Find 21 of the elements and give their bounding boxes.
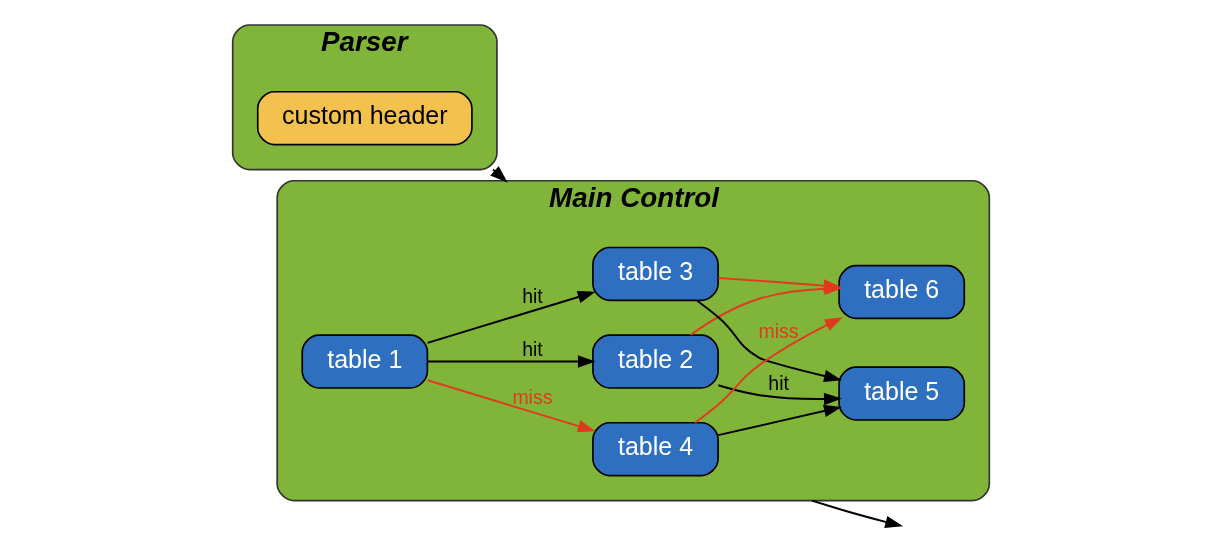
arrow: [716, 404, 842, 437]
node-box: table 3: [591, 246, 719, 302]
arrow: [810, 499, 903, 528]
edge-label: miss: [511, 385, 552, 408]
node-box: custom header: [256, 90, 473, 146]
node-box: table 1: [300, 334, 428, 389]
node-box: table 5: [837, 366, 965, 421]
arrow: [426, 290, 596, 344]
arrow: [693, 317, 843, 424]
edge-label: hit: [767, 371, 789, 394]
node-box: table 6: [837, 264, 965, 320]
arrow: [716, 277, 841, 292]
node-box: table 4: [591, 421, 719, 477]
arrow: [426, 379, 596, 433]
edge-label: hit: [521, 338, 543, 361]
node-box: table 2: [591, 334, 719, 389]
arrow: [426, 355, 596, 368]
edge-label: hit: [521, 285, 543, 308]
arrow: [695, 299, 842, 383]
arrow: [716, 384, 842, 406]
edge-label: miss: [758, 320, 799, 343]
